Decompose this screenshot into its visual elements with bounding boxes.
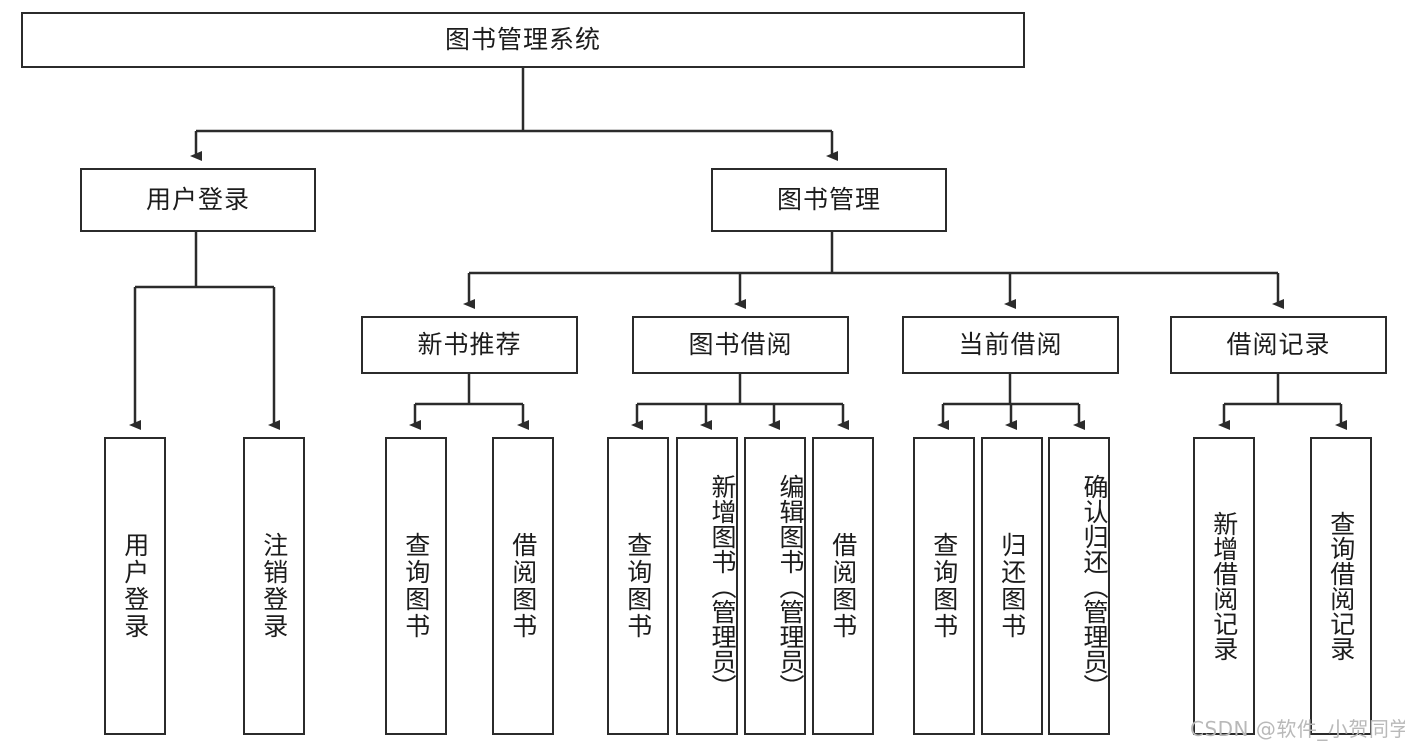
node-leaf-return-book-label: 归还图书 (997, 532, 1027, 640)
node-leaf-query-record-label: 查询借阅记录 (1326, 511, 1356, 661)
node-leaf-query-record[interactable]: 查询借阅记录 (1310, 437, 1372, 735)
node-leaf-user-login-label: 用户登录 (120, 532, 150, 640)
node-leaf-confirm-return[interactable]: 确认归还（管理员） (1048, 437, 1110, 735)
node-leaf-return-book[interactable]: 归还图书 (981, 437, 1043, 735)
node-leaf-add-record-label: 新增借阅记录 (1209, 511, 1239, 661)
node-current-borrow-label: 当前借阅 (958, 330, 1063, 360)
node-leaf-user-login[interactable]: 用户登录 (104, 437, 166, 735)
node-book-manage-label: 图书管理 (776, 185, 881, 215)
node-leaf-query-book-2[interactable]: 查询图书 (607, 437, 669, 735)
node-leaf-borrow-book-1[interactable]: 借阅图书 (492, 437, 554, 735)
node-leaf-borrow-book-1-label: 借阅图书 (508, 532, 538, 640)
watermark-csdn: CSDN @软件_小贺同学 (1190, 717, 1405, 741)
node-leaf-query-book-3-label: 查询图书 (929, 532, 959, 640)
node-leaf-add-record[interactable]: 新增借阅记录 (1193, 437, 1255, 735)
node-borrow-record[interactable]: 借阅记录 (1170, 316, 1387, 374)
node-book-borrow-label: 图书借阅 (688, 330, 793, 360)
node-leaf-query-book-1-label: 查询图书 (401, 532, 431, 640)
node-leaf-query-book-1[interactable]: 查询图书 (385, 437, 447, 735)
node-root-label: 图书管理系统 (444, 25, 601, 55)
node-new-book-recommend-label: 新书推荐 (417, 330, 522, 360)
node-user-login[interactable]: 用户登录 (80, 168, 316, 232)
node-leaf-add-book-label: 新增图书（管理员） (708, 473, 737, 699)
node-leaf-query-book-3[interactable]: 查询图书 (913, 437, 975, 735)
node-leaf-add-book[interactable]: 新增图书（管理员） (676, 437, 738, 735)
node-leaf-edit-book[interactable]: 编辑图书（管理员） (744, 437, 806, 735)
node-new-book-recommend[interactable]: 新书推荐 (361, 316, 578, 374)
node-borrow-record-label: 借阅记录 (1226, 330, 1331, 360)
node-leaf-borrow-book-2[interactable]: 借阅图书 (812, 437, 874, 735)
node-leaf-logout-login[interactable]: 注销登录 (243, 437, 305, 735)
node-current-borrow[interactable]: 当前借阅 (902, 316, 1119, 374)
node-root[interactable]: 图书管理系统 (21, 12, 1025, 68)
node-user-login-label: 用户登录 (145, 185, 250, 215)
node-leaf-logout-login-label: 注销登录 (259, 532, 289, 640)
node-leaf-borrow-book-2-label: 借阅图书 (828, 532, 858, 640)
node-book-borrow[interactable]: 图书借阅 (632, 316, 849, 374)
node-book-manage[interactable]: 图书管理 (711, 168, 947, 232)
node-leaf-edit-book-label: 编辑图书（管理员） (776, 473, 805, 699)
node-leaf-confirm-return-label: 确认归还（管理员） (1080, 473, 1109, 699)
node-leaf-query-book-2-label: 查询图书 (623, 532, 653, 640)
